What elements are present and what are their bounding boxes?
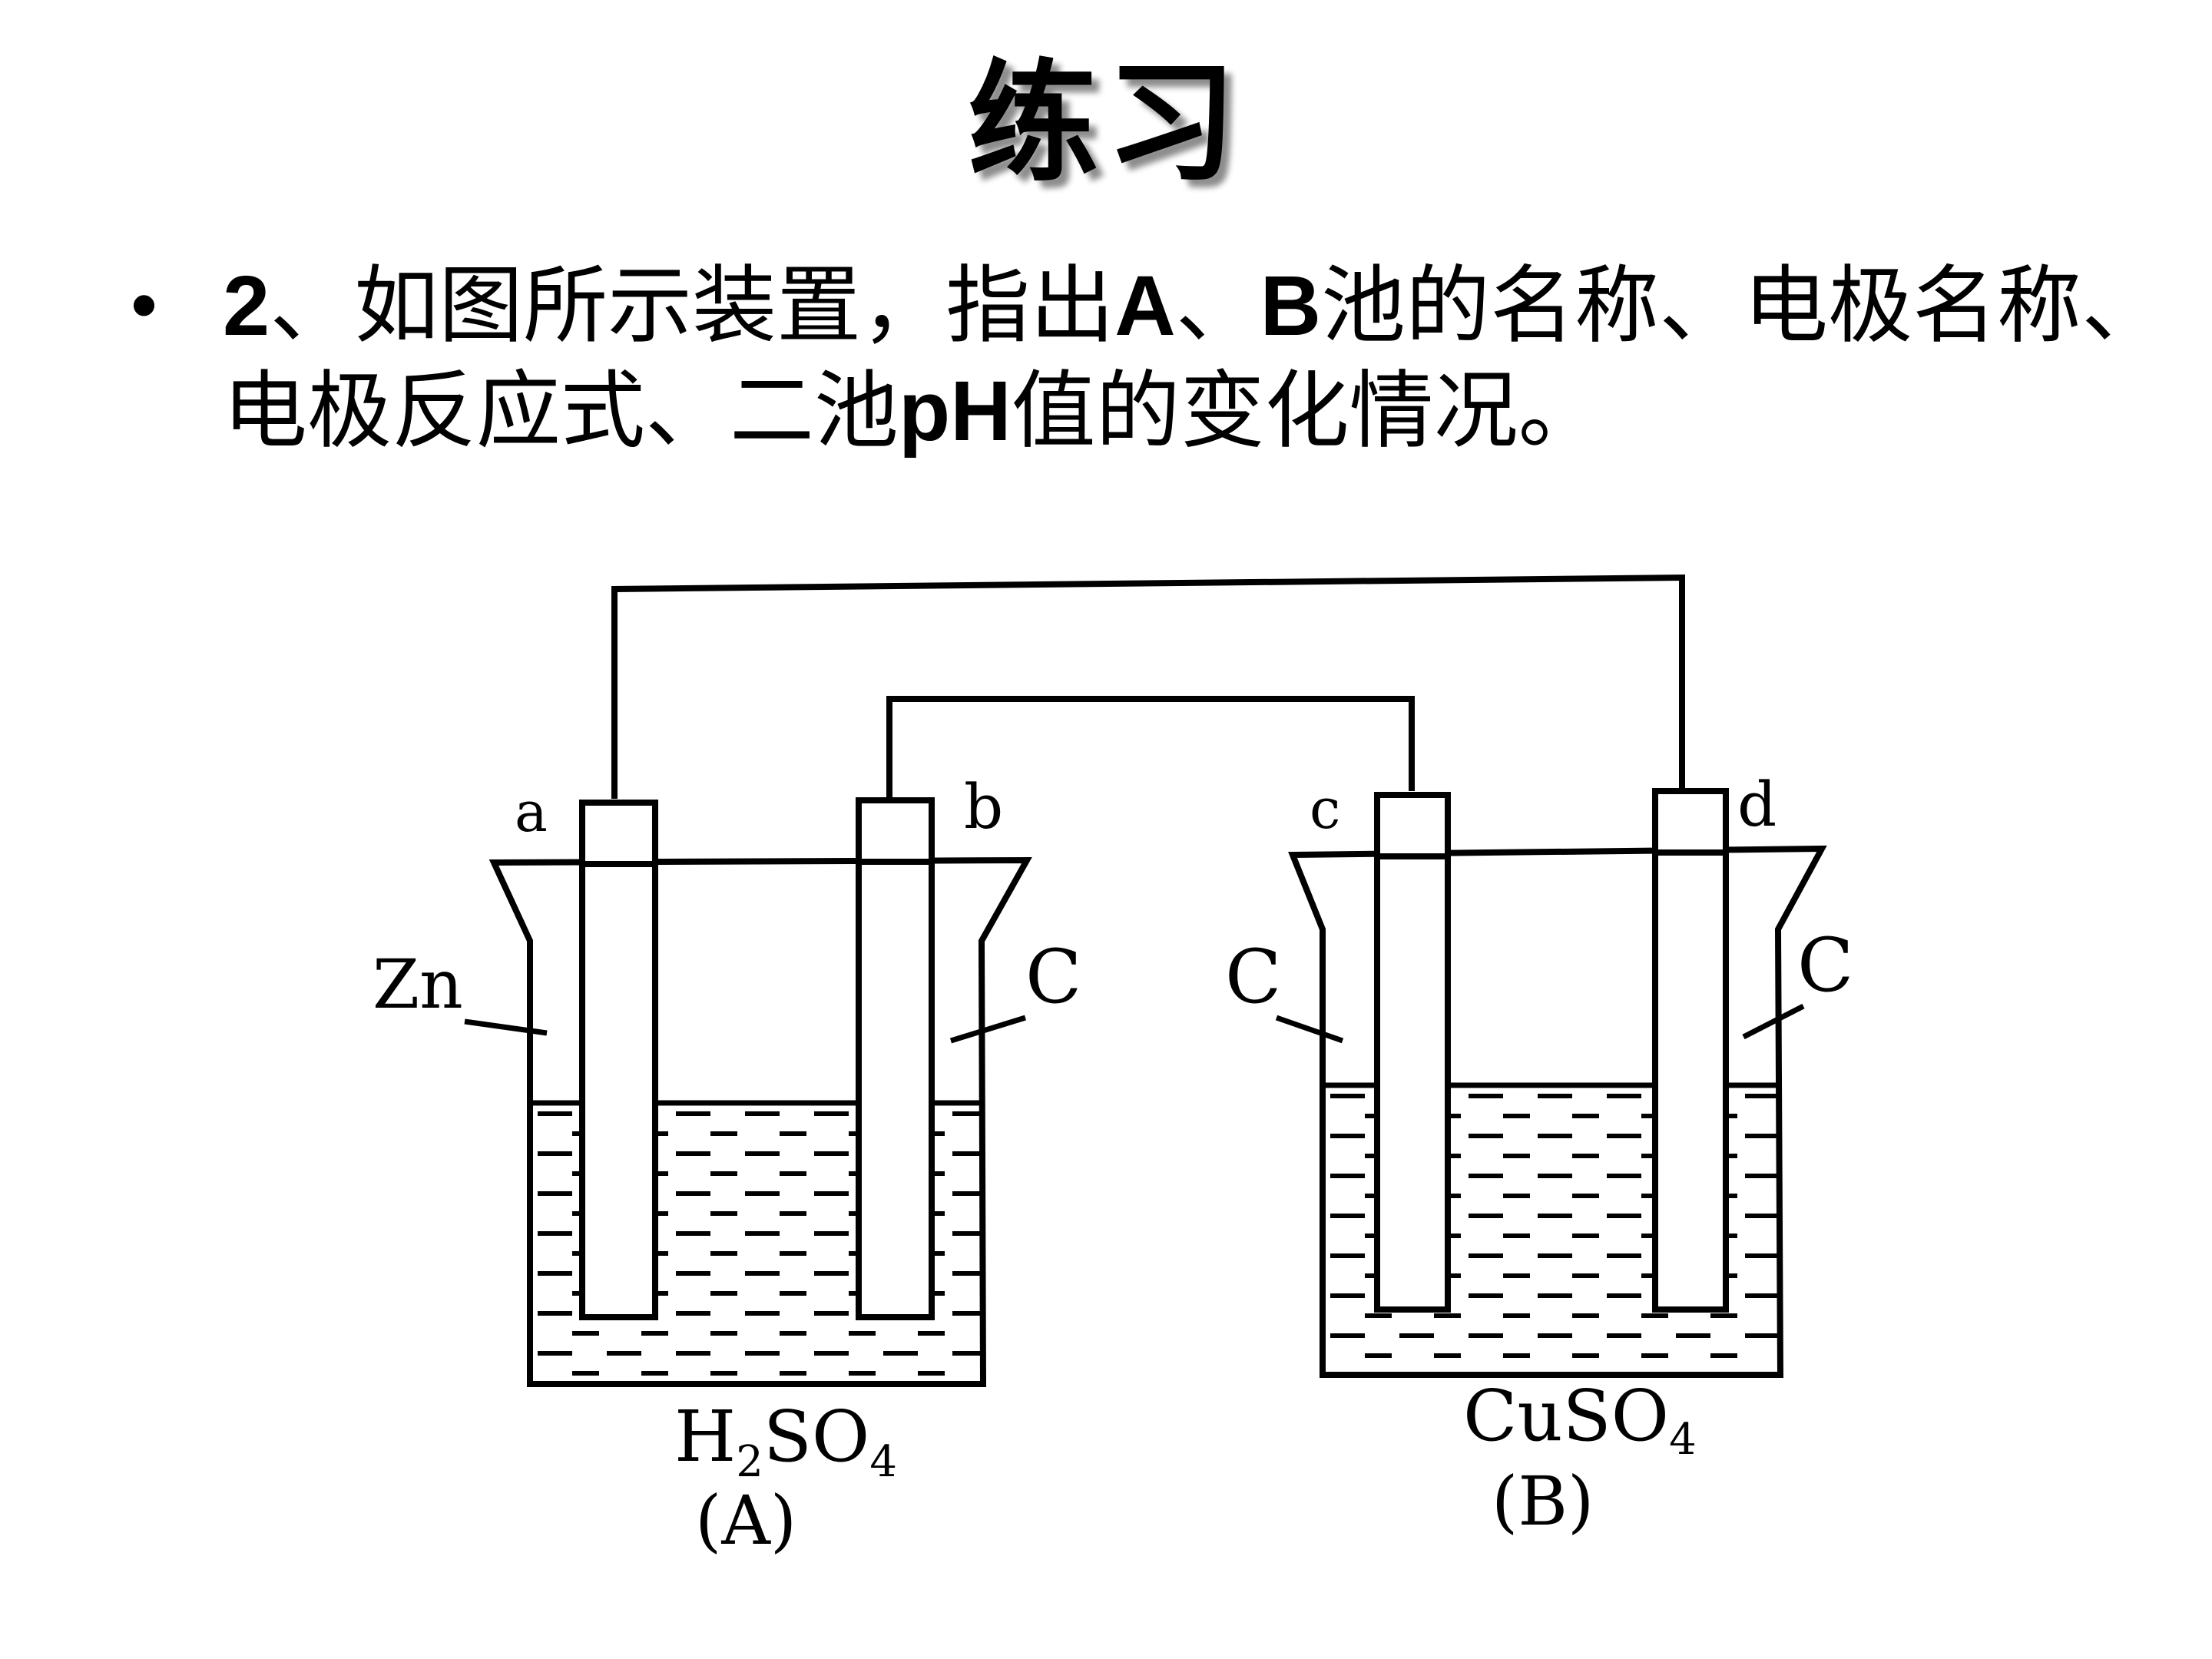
carbon-label-b: C [1025,934,1081,1020]
question-letter-a: A [1114,259,1176,353]
electrode-b [856,797,935,1320]
outer-wire [611,574,1685,799]
electrode-c [1374,792,1451,1313]
beaker-b [1288,845,1827,1378]
zn-label: Zn [373,945,463,1024]
question-text: 2、如图所示装置，指出A、B池的名称、电极名称、电极反应式、二池pH值的变化情况… [223,253,2189,464]
question-text-part1: 、如图所示装置，指出 [270,257,1115,355]
question-text-part4: 值的变化情况。 [1011,362,1603,460]
electrode-a [579,800,658,1320]
electrolyte-a-label: H2SO4 [674,1396,897,1487]
bullet-dot: • [131,262,158,348]
question-ph: pH [899,364,1012,459]
cell-a-name: (A) [695,1481,796,1560]
slide-title: 练习 [967,46,1244,200]
carbon-c-pointer [1275,1015,1344,1044]
question-number: 2 [223,259,270,353]
electrode-label-d: d [1737,769,1777,840]
electrode-label-b: b [964,771,1003,843]
carbon-label-d: C [1797,922,1853,1008]
electrode-d [1652,788,1729,1313]
carbon-d-pointer [1742,1003,1805,1040]
electrolyte-b-label: CuSO4 [1463,1375,1697,1465]
question-text-part2: 、 [1175,257,1260,355]
carbon-b-pointer [949,1015,1027,1044]
electrode-label-a: a [515,780,548,844]
carbon-label-c: C [1225,934,1281,1020]
question-letter-b: B [1260,259,1322,353]
beaker-b-outline [1288,845,1827,1378]
beaker-a-outline [488,856,1032,1387]
inner-wire [886,696,1415,799]
beaker-a [488,856,1032,1387]
electrode-label-c: c [1310,777,1340,841]
cell-b-name: (B) [1492,1462,1594,1541]
question-text-part3: 池的名称、电极名称、电极反应式、二池 [223,257,2167,460]
zn-pointer [464,1018,548,1036]
